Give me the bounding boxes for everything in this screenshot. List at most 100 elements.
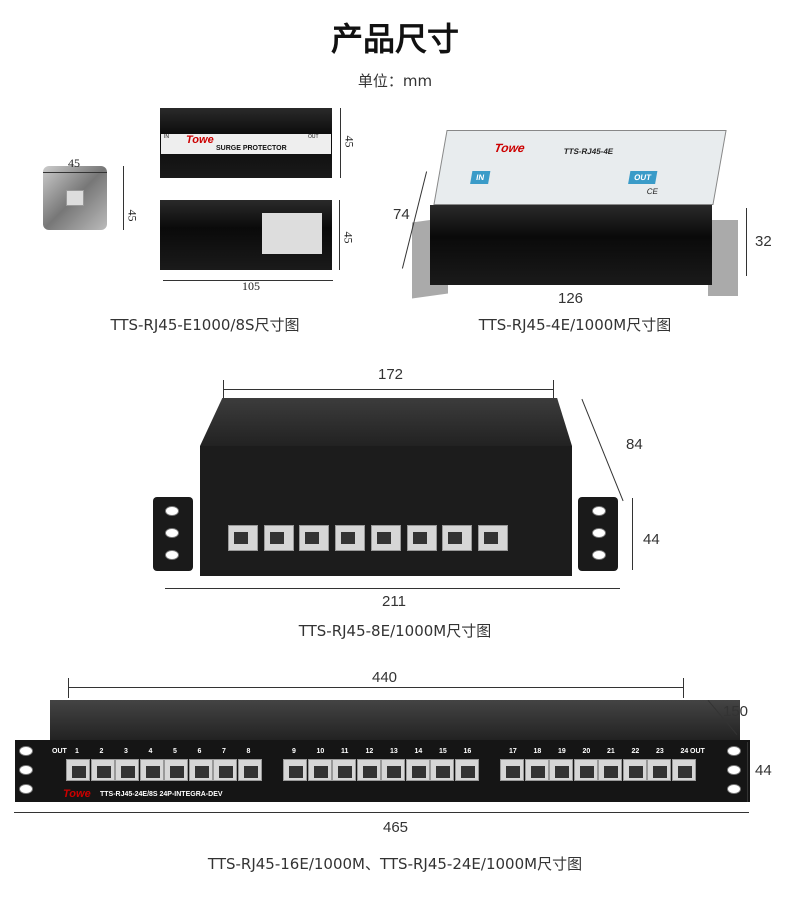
top-view-body: Towe SURGE PROTECTOR IN OUT <box>160 108 332 178</box>
port-number: 24 <box>680 748 689 755</box>
dim-height: 32 <box>755 233 772 250</box>
port-number: 13 <box>390 748 398 755</box>
device-front <box>430 205 712 285</box>
rj45-port <box>477 525 508 551</box>
rj45-port-icon <box>66 190 84 206</box>
out-arrow: OUT <box>628 171 658 184</box>
device-front <box>200 446 572 576</box>
rj45-port <box>188 759 213 781</box>
port-number: 22 <box>631 748 640 755</box>
rj45-port <box>66 759 90 781</box>
in-arrow: IN <box>470 171 491 184</box>
out-label: OUT <box>308 134 319 140</box>
port-number: 14 <box>414 748 423 755</box>
port-number: 6 <box>197 748 202 755</box>
port-number: 11 <box>341 748 349 755</box>
caption: TTS-RJ45-E1000/8S尺寸图 <box>110 316 300 334</box>
port-number: 20 <box>582 748 591 755</box>
port-number: 4 <box>148 748 153 755</box>
dim-depth: 84 <box>626 436 643 453</box>
device-top <box>200 398 572 446</box>
model-label: TTS-RJ45-4E <box>563 147 614 156</box>
rj45-port <box>500 759 524 781</box>
rj45-port <box>283 759 307 781</box>
model-label: TTS-RJ45-24E/8S 24P-INTEGRA-DEV <box>100 791 223 798</box>
port-number: 5 <box>173 748 177 755</box>
rj45-port <box>299 525 330 551</box>
ce-mark: CE <box>645 187 659 196</box>
port-number: 23 <box>656 748 664 755</box>
out-label-left: OUT <box>52 748 67 755</box>
rj45-port <box>139 759 164 781</box>
port-number: 15 <box>439 748 447 755</box>
dim-end-width: 45 <box>68 156 80 170</box>
dim-top-height: 45 <box>342 135 357 148</box>
caption: TTS-RJ45-4E/1000M尺寸图 <box>478 316 672 334</box>
rj45-port <box>406 525 437 551</box>
dim-height: 44 <box>755 762 772 779</box>
rj45-port <box>307 759 332 781</box>
dim-width: 172 <box>378 366 404 383</box>
dim-depth: 74 <box>393 206 410 223</box>
port-number: 10 <box>316 748 325 755</box>
dim-total-width: 465 <box>383 819 409 836</box>
dim-length: 126 <box>558 290 584 307</box>
rj45-port <box>263 525 294 551</box>
rj45-port <box>115 759 139 781</box>
rj45-port <box>647 759 671 781</box>
rj45-port <box>573 759 598 781</box>
device-top <box>50 700 740 740</box>
rj45-port <box>598 759 622 781</box>
rj45-port <box>335 525 366 551</box>
rj45-port <box>622 759 647 781</box>
rj45-port <box>405 759 430 781</box>
label-text: SURGE PROTECTOR <box>216 145 287 152</box>
rj45-port <box>454 759 479 781</box>
rj45-port <box>228 525 258 551</box>
rj45-port <box>381 759 405 781</box>
page-title: 产品尺寸 <box>330 20 459 58</box>
rj45-port <box>90 759 115 781</box>
brand-logo: Towe <box>63 788 91 800</box>
dim-length: 105 <box>242 279 260 293</box>
dim-width: 440 <box>372 669 398 686</box>
rj45-port <box>237 759 262 781</box>
dim-end-height: 45 <box>125 209 140 222</box>
port-number: 12 <box>365 748 374 755</box>
side-view-body <box>160 200 332 270</box>
mount-ear-right <box>708 220 738 296</box>
caption: TTS-RJ45-16E/1000M、TTS-RJ45-24E/1000M尺寸图 <box>207 855 583 873</box>
port-number: 9 <box>292 748 296 755</box>
dim-total-width: 211 <box>382 593 406 610</box>
dim-height: 44 <box>643 531 660 548</box>
port-number: 3 <box>124 748 128 755</box>
port-number: 7 <box>222 748 226 755</box>
caption: TTS-RJ45-8E/1000M尺寸图 <box>298 622 492 640</box>
rj45-port <box>430 759 454 781</box>
brand-logo: Towe <box>186 134 214 146</box>
dim-side-height: 45 <box>341 231 356 244</box>
port-number: 2 <box>99 748 104 755</box>
rj45-port <box>524 759 549 781</box>
in-label: IN <box>164 134 169 140</box>
out-label-right: OUT <box>690 748 705 755</box>
port-number: 17 <box>509 748 517 755</box>
rj45-port <box>332 759 356 781</box>
brand-logo: Towe <box>493 141 526 155</box>
rj45-port <box>164 759 188 781</box>
rj45-port <box>213 759 237 781</box>
port-number: 1 <box>75 748 79 755</box>
port-number: 21 <box>607 748 615 755</box>
port-number: 19 <box>558 748 566 755</box>
rj45-port <box>671 759 696 781</box>
port-number: 8 <box>246 748 251 755</box>
device-top: Towe TTS-RJ45-4E IN OUT CE <box>433 130 727 205</box>
dim-depth: 150 <box>723 703 749 720</box>
rj45-port <box>370 525 401 551</box>
unit-label: 单位：mm <box>357 72 433 90</box>
rj45-port <box>442 525 473 551</box>
port-number: 18 <box>533 748 542 755</box>
port-number: 16 <box>463 748 472 755</box>
rj45-port <box>549 759 573 781</box>
rj45-port <box>356 759 381 781</box>
